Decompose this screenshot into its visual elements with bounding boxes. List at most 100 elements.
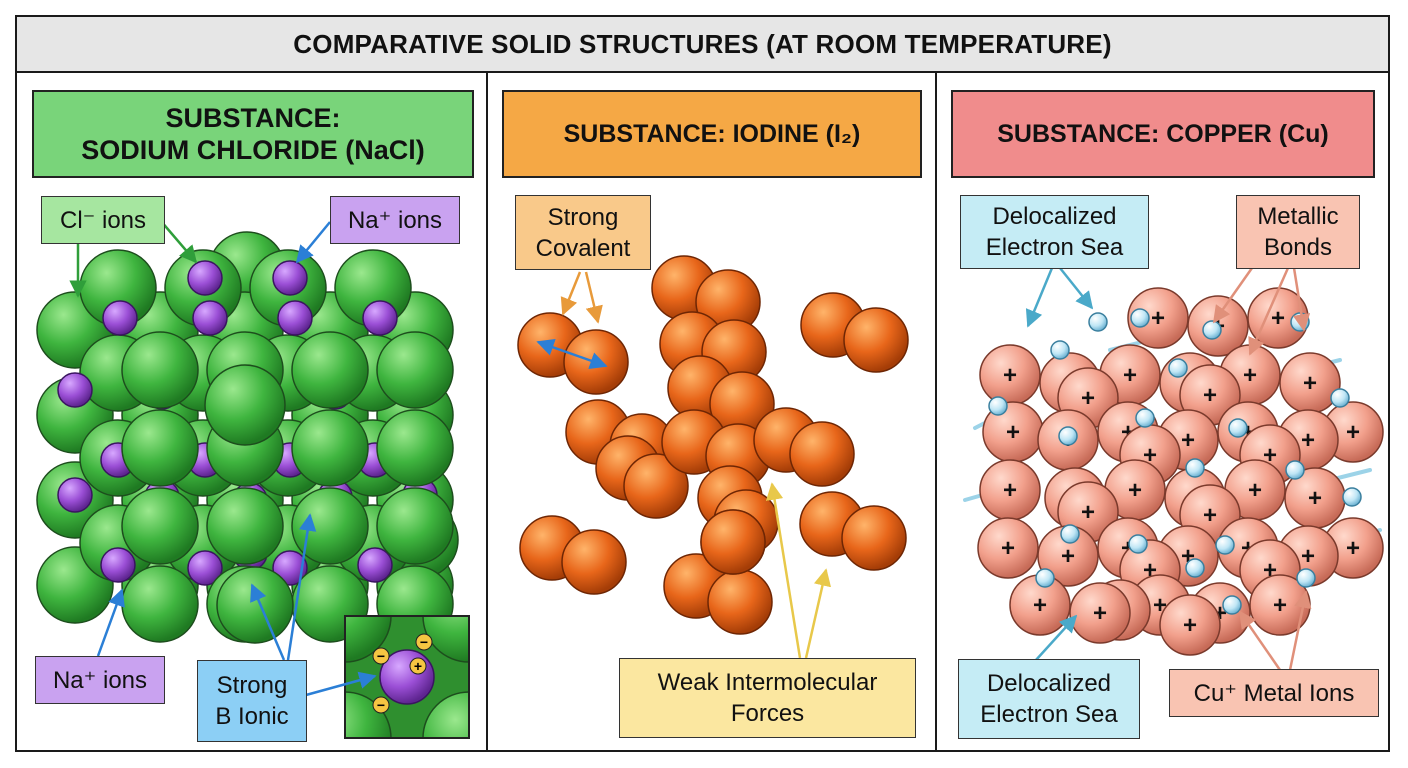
arrow-electron-sea: [1059, 267, 1094, 310]
sodium-ion: [362, 300, 398, 336]
panel-divider-right: [935, 73, 937, 752]
label-strong-covalent: Strong Covalent: [515, 195, 651, 270]
iodine-molecule: [663, 553, 773, 635]
chloride-ion: [376, 409, 454, 487]
nacl-lattice: [36, 231, 459, 644]
copper-arrows: [1025, 267, 1312, 671]
copper-ion-charge: +: [1003, 477, 1017, 504]
panel-header-iodine: SUBSTANCE: IODINE (I₂): [502, 90, 922, 178]
sodium-ion: [187, 550, 223, 586]
chloride-ion: [121, 487, 199, 565]
delocalized-electron: [1185, 558, 1205, 578]
title-bar: COMPARATIVE SOLID STRUCTURES (AT ROOM TE…: [17, 17, 1388, 73]
copper-ion: +: [1009, 574, 1071, 636]
copper-ion-charge: +: [1203, 382, 1217, 409]
delocalized-electron: [1285, 460, 1305, 480]
copper-ion-charge: +: [1093, 600, 1107, 627]
iodine-molecules: [517, 255, 909, 635]
iodine-atom: [843, 307, 909, 373]
delocalized-electron: [1228, 418, 1248, 438]
delocalized-electron: [1130, 308, 1150, 328]
chloride-ion: [291, 487, 369, 565]
arrow-na-ion-top: [295, 221, 331, 264]
copper-ion-charge: +: [1301, 543, 1315, 570]
inset-chloride-ion: [345, 616, 392, 663]
copper-ion: +: [979, 344, 1041, 406]
arrow-covalent: [560, 271, 582, 316]
iodine-molecule: [519, 515, 627, 595]
copper-ion-charge: +: [1301, 427, 1315, 454]
delocalized-electron: [1168, 358, 1188, 378]
inset-chloride-ion: [345, 691, 392, 738]
copper-ion-charge: +: [1308, 485, 1322, 512]
diagram-frame: [15, 15, 1390, 752]
copper-ion-charge: +: [1203, 502, 1217, 529]
copper-ion-charge: +: [1061, 543, 1075, 570]
delocalized-electron: [1128, 534, 1148, 554]
arrow-metal-ions: [1238, 610, 1282, 671]
copper-ion-sphere: [1127, 287, 1189, 349]
copper-ion-charge: +: [1003, 362, 1017, 389]
copper-ion-charge: +: [1006, 419, 1020, 446]
nacl-arrows: [69, 219, 377, 697]
iodine-molecule: [667, 355, 775, 437]
delocalized-electron: [1296, 568, 1316, 588]
copper-ion-charge: +: [1151, 305, 1165, 332]
arrow-intermolecular: [765, 482, 802, 659]
chloride-ion: [121, 565, 199, 643]
chloride-ion: [204, 364, 286, 446]
arrow-covalent: [584, 271, 603, 324]
sodium-ion: [187, 260, 223, 296]
copper-ion-charge: +: [1081, 499, 1095, 526]
delocalized-electron: [988, 396, 1008, 416]
svg-text:−: −: [377, 697, 385, 713]
chloride-ion: [121, 331, 199, 409]
svg-text:−: −: [377, 648, 385, 664]
sodium-ion: [357, 547, 393, 583]
copper-ion-sphere: [1069, 582, 1131, 644]
delocalized-electron: [1202, 320, 1222, 340]
sodium-ion: [272, 260, 308, 296]
label-electron-sea-bottom: Delocalized Electron Sea: [958, 659, 1140, 739]
iodine-molecule: [753, 407, 855, 487]
arrow-na-ion-bottom: [96, 588, 125, 657]
iodine-atom: [700, 509, 766, 575]
chloride-ion: [376, 331, 454, 409]
arrow-metallic-bond: [1292, 267, 1311, 332]
iodine-atom: [841, 505, 907, 571]
iodine-molecule: [800, 292, 909, 373]
copper-ion: +: [1127, 287, 1189, 349]
label-metallic-bonds: Metallic Bonds: [1236, 195, 1360, 269]
label-metal-ions: Cu⁺ Metal Ions: [1169, 669, 1379, 717]
copper-ion-charge: +: [1303, 370, 1317, 397]
chloride-ion: [291, 409, 369, 487]
copper-ion-charge: +: [1243, 362, 1257, 389]
iodine-atom: [789, 421, 855, 487]
svg-text:+: +: [414, 658, 422, 674]
chloride-ion: [121, 409, 199, 487]
iodine-atom: [707, 569, 773, 635]
delocalized-electron: [1185, 458, 1205, 478]
panel-header-copper-text: SUBSTANCE: COPPER (Cu): [997, 120, 1329, 148]
chloride-ion: [376, 487, 454, 565]
copper-ion: +: [1069, 582, 1131, 644]
iodine-arrows: [536, 271, 832, 659]
panel-header-copper: SUBSTANCE: COPPER (Cu): [951, 90, 1375, 178]
copper-ion-charge: +: [1081, 385, 1095, 412]
delocalized-electron: [1330, 388, 1350, 408]
copper-ion-charge: +: [1128, 477, 1142, 504]
delocalized-electron: [1342, 487, 1362, 507]
iodine-atom: [623, 453, 689, 519]
sodium-ion: [57, 477, 93, 513]
copper-ion: +: [1104, 459, 1166, 521]
arrow-metallic-bond: [1248, 267, 1290, 356]
copper-ion-charge: +: [1346, 535, 1360, 562]
copper-ion-charge: +: [1123, 362, 1137, 389]
copper-ion: +: [1159, 594, 1221, 656]
copper-ion-charge: +: [1273, 592, 1287, 619]
copper-ion-charge: +: [1181, 427, 1195, 454]
iodine-molecule: [799, 491, 907, 571]
copper-ion: +: [977, 517, 1039, 579]
arrow-cl-ion: [159, 219, 198, 264]
